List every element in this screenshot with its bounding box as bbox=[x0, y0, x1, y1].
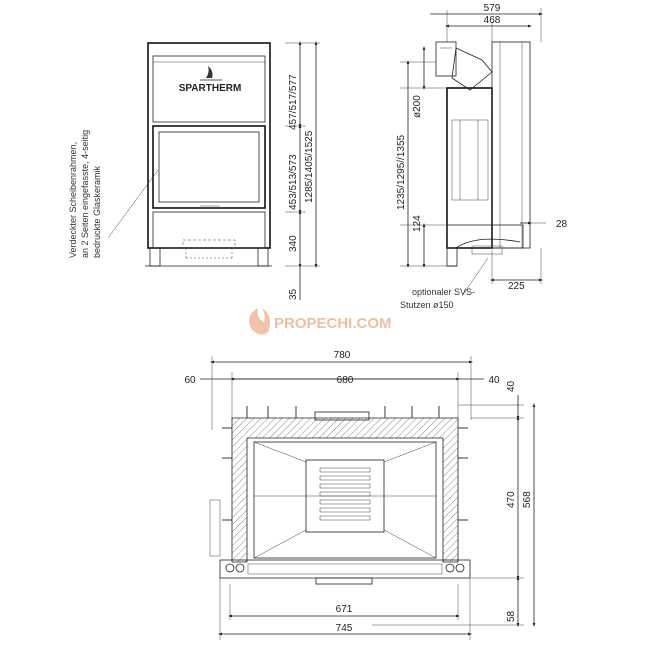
flame-logo-icon bbox=[249, 308, 270, 335]
foot-left bbox=[149, 247, 161, 267]
dim-top-depth-total: 568 bbox=[522, 491, 533, 508]
glass-door bbox=[152, 125, 266, 209]
firebox-wall bbox=[231, 417, 459, 563]
dim-side-right: 28 bbox=[556, 219, 568, 230]
dim-front-middle: 453/513/573 bbox=[288, 154, 299, 210]
dim-top-front-depth: 58 bbox=[506, 610, 517, 622]
dim-front-upper: 457/517/577 bbox=[288, 74, 299, 130]
front-note-line-3: bedruckte Glaskeramik bbox=[92, 165, 102, 258]
flue-collar bbox=[314, 411, 370, 421]
dim-top-front-width: 671 bbox=[336, 604, 353, 615]
side-body bbox=[446, 87, 493, 249]
front-note-line-2: an 2 Seiten eingefasste, 4-seitig bbox=[80, 130, 90, 258]
dim-side-base: 124 bbox=[412, 215, 423, 232]
side-note-line-1: optionaler SVS- bbox=[412, 287, 475, 297]
dim-side-bottom: 225 bbox=[508, 281, 525, 292]
flue-elbow bbox=[435, 41, 493, 91]
brand-label: SPARTHERM bbox=[179, 83, 242, 94]
dim-top-total-width: 780 bbox=[334, 350, 351, 361]
dim-top-right-top: 40 bbox=[506, 380, 517, 392]
dim-front-total: 1285/1405/1525 bbox=[304, 130, 315, 203]
spartherm-logo: SPARTHERM bbox=[179, 66, 242, 94]
front-view: SPARTHERM Verdeckter Scheibenrahmen, an … bbox=[68, 41, 320, 300]
dim-top-depth-inner: 470 bbox=[506, 491, 517, 508]
front-base bbox=[152, 211, 266, 249]
side-rear bbox=[491, 41, 531, 249]
dim-front-lower: 340 bbox=[288, 235, 299, 252]
hinge-left-icon bbox=[225, 563, 235, 573]
glass-panel bbox=[158, 131, 260, 203]
dim-side-flue: ø200 bbox=[412, 95, 423, 118]
front-hood bbox=[152, 55, 266, 123]
door-handle bbox=[315, 577, 373, 585]
side-view: 579 468 ø200 1235/1295//1355 124 28 225 … bbox=[396, 3, 568, 310]
watermark-text: PROPECHI.COM bbox=[274, 315, 392, 332]
dim-top-right-margin: 40 bbox=[488, 375, 500, 386]
dim-top-bottom-width: 745 bbox=[336, 623, 353, 634]
dim-top-inner-width: 680 bbox=[337, 375, 354, 386]
hinge-right-icon bbox=[445, 563, 455, 573]
grate bbox=[305, 459, 385, 533]
watermark: PROPECHI.COM bbox=[249, 308, 392, 335]
side-note-line-2: Stutzen ø150 bbox=[400, 300, 454, 310]
dim-side-width-top: 579 bbox=[484, 3, 501, 14]
dim-top-left-margin: 60 bbox=[184, 375, 196, 386]
foot-right bbox=[257, 247, 269, 267]
front-note-line-1: Verdeckter Scheibenrahmen, bbox=[68, 142, 78, 258]
top-view: 780 60 680 40 bbox=[184, 350, 536, 640]
dim-side-height: 1235/1295//1355 bbox=[396, 134, 407, 210]
dim-front-foot: 35 bbox=[288, 288, 299, 300]
dim-side-width-inner: 468 bbox=[484, 15, 501, 26]
front-frame bbox=[219, 559, 471, 579]
firebox-inner bbox=[253, 441, 437, 559]
